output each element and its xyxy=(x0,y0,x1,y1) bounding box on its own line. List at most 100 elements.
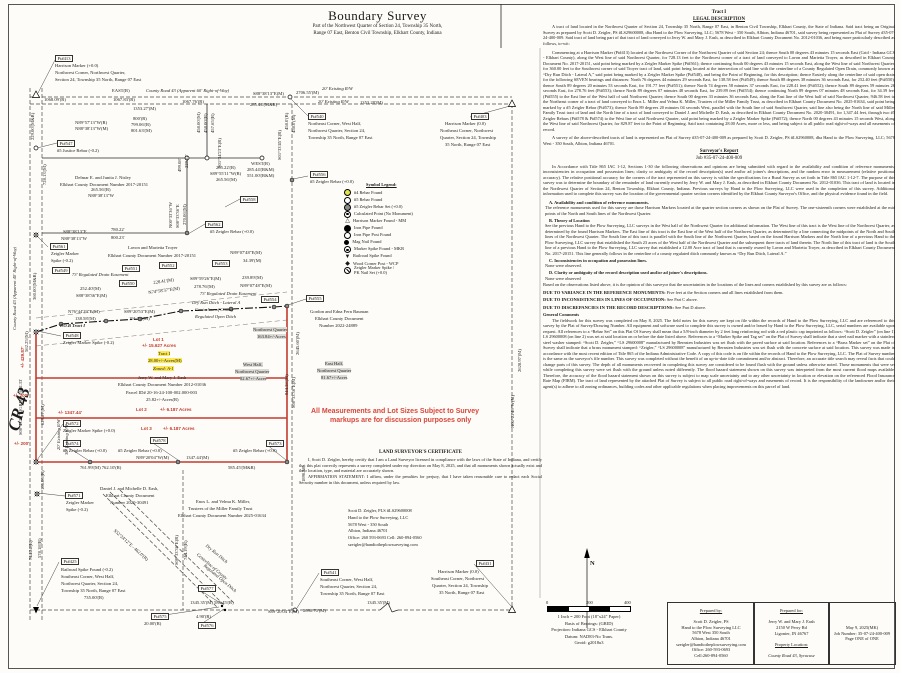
plat-label: Pt#576 xyxy=(198,622,217,630)
report-section: D. Clarity or ambiguity of the record de… xyxy=(549,270,708,276)
plat-label: Jerry W. and Mary J. Eash xyxy=(138,375,187,380)
text-line: Cell:260-894-0560 xyxy=(694,653,728,659)
legend-item: Mag Nail Found xyxy=(344,239,413,246)
plat-label: 73' Regulated Drain Easement xyxy=(72,272,129,277)
plat-label: Pt#549 xyxy=(52,267,71,275)
plat-marker xyxy=(228,306,234,312)
plat-label: Pt#578 xyxy=(150,437,169,445)
page-title: Boundary Survey xyxy=(328,8,427,23)
plat-label: Elkhart County Document Number 2025-0163… xyxy=(178,513,267,518)
plat-label: Lot 3 xyxy=(141,426,152,431)
plat-label: N00°33'36″W xyxy=(168,201,173,228)
plat-label: +/- 200' xyxy=(13,393,29,398)
text-line: Jerry W. and Mary J. Eash xyxy=(768,619,815,625)
c-small-icon xyxy=(344,239,350,246)
plat-label: 82.67+/-Acres xyxy=(240,376,267,382)
plat-label: Lavon and Marietta Troyer xyxy=(128,245,178,250)
plat-label: Parcel ID# 20-16-24-100-002.000-003 xyxy=(126,390,198,395)
plat-label: #5 Zeigler Rebar (+0.0) xyxy=(63,448,107,453)
text-line: Hand to the Plow Surveying, LLC xyxy=(348,514,409,520)
plat-line xyxy=(139,310,182,320)
plat-label: Daniel J. and Michelle D. Eash, xyxy=(100,486,159,491)
plat-label: 744.19'(R) xyxy=(183,540,188,560)
plat-label: Township 35 North, Range 07 East xyxy=(320,591,385,596)
plat-line xyxy=(37,492,66,497)
plat-label: 73' Regulated Drain Easement xyxy=(200,291,257,296)
plat-label: +/- 1347.44' xyxy=(58,410,82,415)
plat-label: 2690.70'(M) xyxy=(303,608,326,613)
general-comments-heading: General Comments xyxy=(543,312,580,318)
plat-label: 265.56'(R) xyxy=(91,187,111,192)
scale-tick-0: 0 xyxy=(546,600,549,605)
property-location-title: Property Location: xyxy=(774,641,809,647)
text-line: szeigler@handtotheplowsurveying.com xyxy=(676,641,746,647)
report-section: A. Availability and condition of referen… xyxy=(549,199,649,205)
text-line: Ligonier, IN 46767 xyxy=(774,630,809,636)
plat-label: Elkhart County Document xyxy=(106,493,155,498)
property-location: County Road 43, Syracuse xyxy=(768,652,815,658)
tract-heading: Tract I xyxy=(711,10,727,15)
plat-label: 265.56'(M) xyxy=(216,177,237,182)
prepared-by-title: Prepared by: xyxy=(699,608,723,614)
legend-item: Iron Pipe Post Found xyxy=(344,232,413,240)
plat-label: #5 Zeigler Rebar (+0.0) xyxy=(233,448,277,453)
plat-label: N88°38'13″W xyxy=(61,236,88,241)
title-block: Boundary Survey Part of the Northwest Qu… xyxy=(255,8,500,37)
plat-label: S89°20'53″E(M) xyxy=(124,309,155,314)
plat-label: 20' Existing R/W xyxy=(318,99,349,104)
plat-line xyxy=(473,563,512,607)
report-intro: In Accordance with Title 865 IAC 1-12, S… xyxy=(543,163,895,197)
plat-label: Pt#572 xyxy=(63,420,82,428)
plat-label: Elkhart County Document Number 2017-2015… xyxy=(60,182,149,187)
plat-label: Southeast Corner, West Half, xyxy=(320,577,374,582)
plat-label: 285.44'(M&R) xyxy=(250,102,278,107)
plat-line xyxy=(35,323,62,333)
plat-label: Northwest Quarter, Section 24, xyxy=(320,584,378,589)
legend-label: Marker Spike Found - MKR xyxy=(354,246,405,252)
plat-marker xyxy=(137,316,143,322)
diamond-icon: ◆ xyxy=(345,260,350,267)
plat-label: N89°20'04″W(M) xyxy=(136,455,170,460)
plat-label: 1345.35'(M) 585.45'(R) xyxy=(190,600,234,605)
legend-item: #5 Zeigler Rebar Set (+0.0) xyxy=(344,203,413,211)
plat-label: 20' Existing R/W xyxy=(56,419,61,450)
report-section: The reference monuments used for this su… xyxy=(545,205,895,216)
plat-marker xyxy=(287,94,293,100)
scale-tick-400: 400 xyxy=(624,600,631,605)
red-markup-note-line1: All Measurements and Lot Sizes Subject t… xyxy=(311,408,480,415)
tri-icon: △ xyxy=(345,218,350,225)
text-line: Office: 260-593-0693 xyxy=(691,647,731,653)
plat-marker xyxy=(33,607,39,614)
legend-item: Iron Pipe Found xyxy=(344,224,413,232)
text-line: 2150 W Perry Rd xyxy=(776,625,807,631)
plat-label: West Half, xyxy=(243,362,263,368)
plat-label: 2628.97'(M) xyxy=(517,349,522,372)
c-gray-icon xyxy=(344,203,351,211)
plat-label: 278.76'(M) xyxy=(194,284,215,289)
c-black-icon xyxy=(344,224,351,232)
plat-label: Pt#403 xyxy=(471,113,490,121)
plat-marker xyxy=(33,232,39,238)
due-line: DUE TO DISCREPANCIES IN THE RECORD DESCR… xyxy=(543,304,707,310)
plat-label: Delmar E. and Junita J. Nisley xyxy=(75,175,132,180)
legend-item: Zeigler Marker Spike / PK Nail Set (+0.0… xyxy=(344,265,413,275)
plat-label: 1068.09'(R) xyxy=(44,97,66,102)
plat-label: Pt#551 xyxy=(122,265,141,273)
legend-item: ◆Wood Corner Post - WCP xyxy=(344,260,413,267)
plat-label: Pt#571 xyxy=(65,492,84,500)
plat-label: Southeast Corner, Northwest xyxy=(431,576,485,581)
legend-label: #4 Rebar Found xyxy=(354,189,383,195)
plat-label: Zeigler Marker xyxy=(66,500,94,505)
plat-label: 25.82+/-Acres(R) xyxy=(146,397,179,402)
c-cross-icon xyxy=(344,267,351,275)
due-lines: DUE TO VARIANCE IN THE REFERENCE MONUMEN… xyxy=(543,290,895,310)
plat-label: Elkhart County Document xyxy=(315,316,364,321)
plat-label: S89°59'26″E(M) xyxy=(190,276,221,281)
report-section: None were observed xyxy=(545,276,581,281)
plat-label: 829.87'(M) xyxy=(40,404,45,425)
legend-label: Mag Nail Found xyxy=(352,239,382,245)
plat-line xyxy=(287,298,307,306)
plat-label: N88°38'13″W(M) xyxy=(75,126,109,131)
